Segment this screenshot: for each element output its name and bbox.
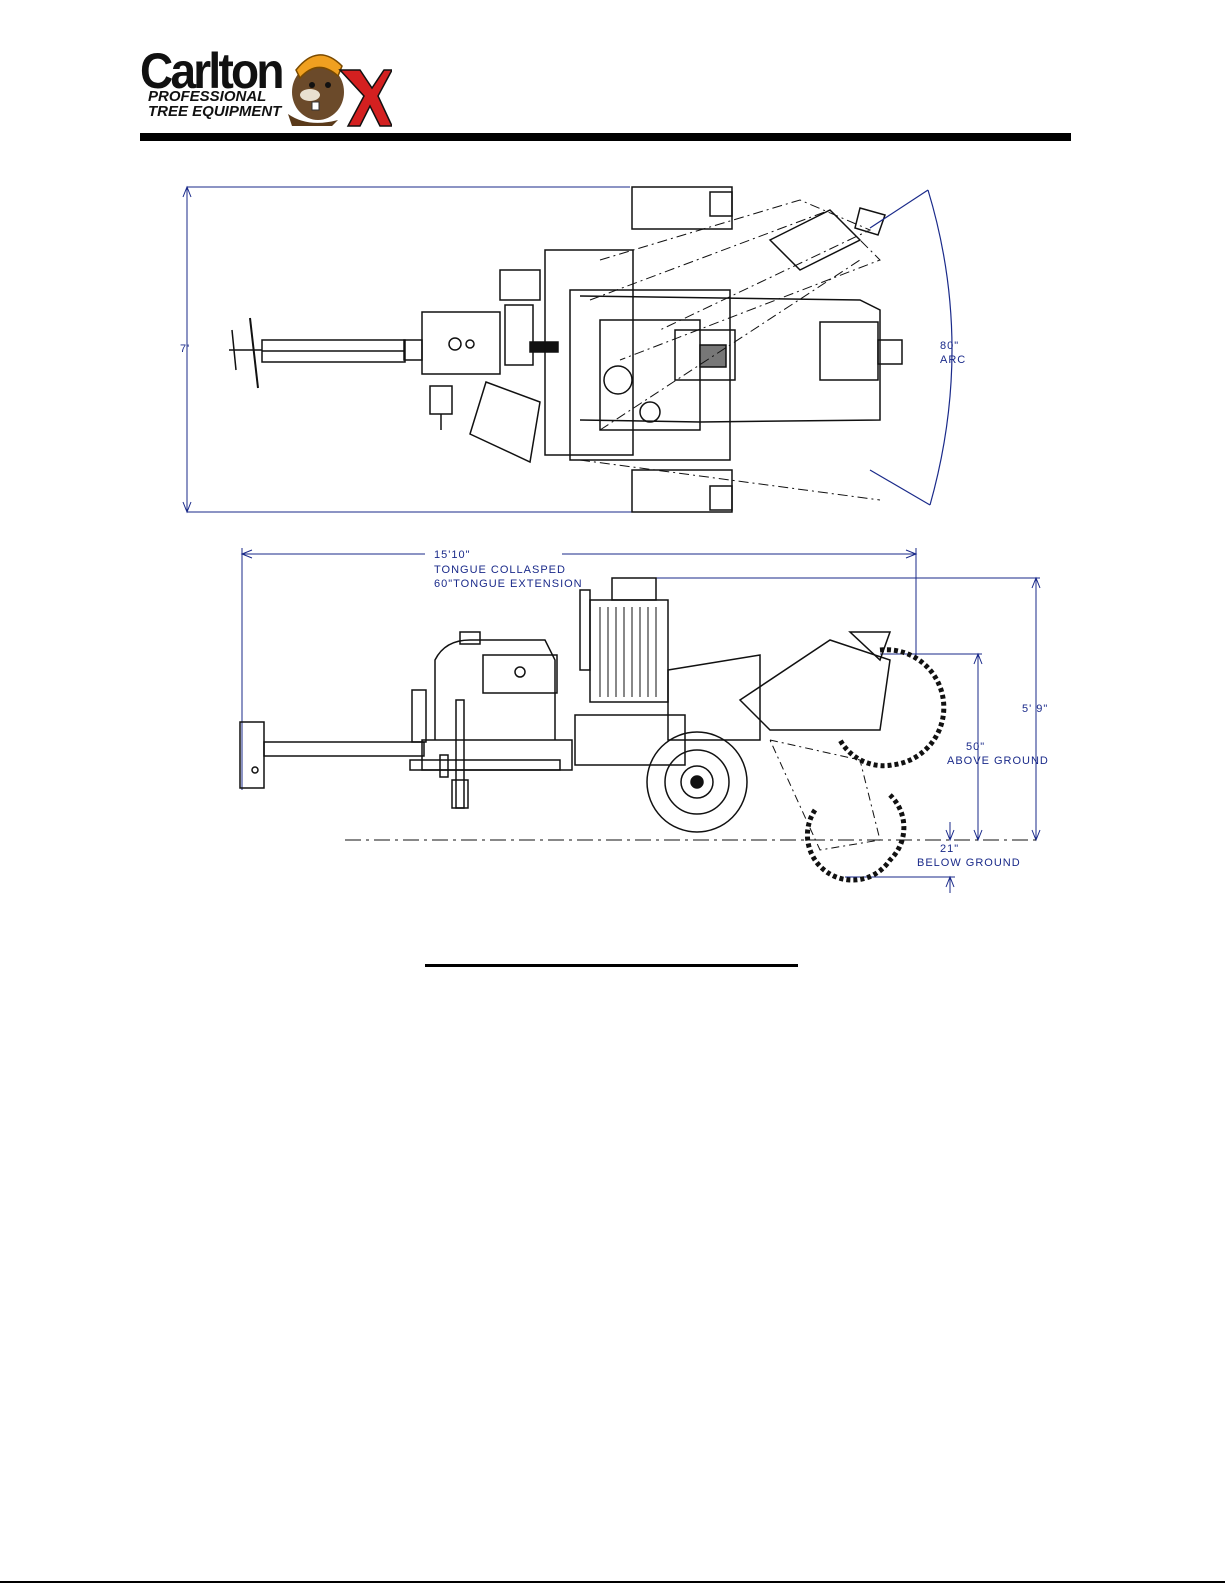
length-label: 15'10" [434, 549, 470, 562]
height-label: 5' 9" [1022, 703, 1048, 716]
height-dimension-line [655, 578, 1040, 840]
arc-note: ARC [940, 354, 966, 367]
stump-cutter-drawing [0, 0, 1225, 1000]
length-note-1: TONGUE COLLASPED [434, 564, 566, 577]
side-view-drawing [240, 548, 1040, 893]
caption-rule [425, 964, 798, 967]
footer-rule [0, 1581, 1225, 1583]
below-ground-label: 21" [940, 843, 959, 856]
width-label: 7' [180, 343, 190, 356]
above-ground-label: 50" [966, 741, 985, 754]
arc-label: 80" [940, 340, 959, 353]
above-ground-note: ABOVE GROUND [947, 755, 1049, 768]
length-note-2: 60"TONGUE EXTENSION [434, 578, 583, 591]
below-ground-note: BELOW GROUND [917, 857, 1021, 870]
top-view-drawing [183, 187, 952, 512]
